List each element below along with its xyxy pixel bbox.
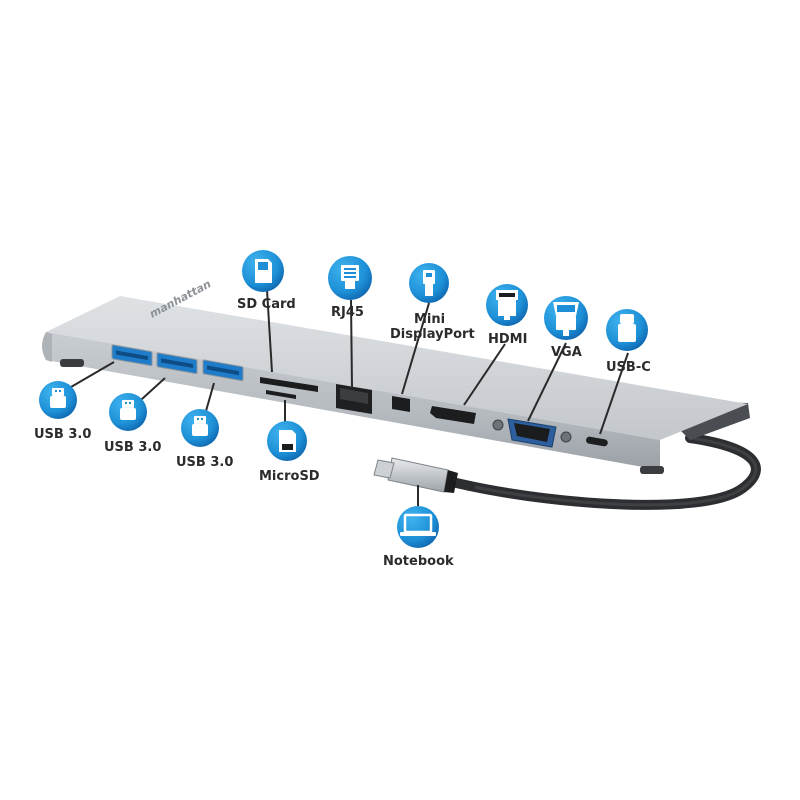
microsd-label: MicroSD <box>259 469 320 484</box>
hdmi-badge <box>486 284 528 326</box>
hdmi-port[interactable] <box>430 406 476 424</box>
usb-3-0-badge-2 <box>109 393 147 431</box>
usb-c-plug-connector <box>373 457 475 493</box>
vga-label: VGA <box>551 345 582 360</box>
sd-card-slot[interactable] <box>260 377 318 392</box>
dock-top-surface <box>46 296 748 440</box>
hdmi-label: HDMI <box>488 332 527 347</box>
sd-card-icon <box>255 259 272 283</box>
usb-a-plug-icon <box>120 400 136 420</box>
usb-c-plug-icon <box>618 314 636 342</box>
vga-plug-icon <box>553 302 579 336</box>
laptop-icon <box>400 513 436 536</box>
mini-displayport-label-line2: DisplayPort <box>390 327 475 342</box>
sd-card-label: SD Card <box>237 297 296 312</box>
usb-a-port-3[interactable] <box>202 359 244 382</box>
usb-c-label: USB-C <box>606 360 651 375</box>
mini-displayport-label-line1: Mini <box>414 312 445 327</box>
usb-3-0-badge-1 <box>39 381 77 419</box>
usb-a-plug-icon <box>192 416 208 436</box>
usb-3-0-badge-3 <box>181 409 219 447</box>
ethernet-plug-icon <box>341 265 359 289</box>
mini-displayport-port[interactable] <box>392 396 410 412</box>
sd-card-badge <box>242 250 284 292</box>
microsd-card-icon <box>279 430 296 452</box>
usb-a-port-2[interactable] <box>156 352 198 375</box>
usb-c-port[interactable] <box>585 436 608 447</box>
rj45-label: RJ45 <box>331 305 364 320</box>
hdmi-plug-icon <box>496 290 518 320</box>
mini-displayport-plug-icon <box>423 270 435 296</box>
usb-3-0-label-2: USB 3.0 <box>104 440 161 455</box>
notebook-badge <box>397 506 439 548</box>
usb-c-badge <box>606 309 648 351</box>
vga-badge <box>544 296 588 340</box>
rj45-port[interactable] <box>336 384 372 414</box>
microsd-slot[interactable] <box>266 390 296 399</box>
microsd-badge <box>267 421 307 461</box>
usb-a-plug-icon <box>50 388 66 408</box>
usb-3-0-label-1: USB 3.0 <box>34 427 91 442</box>
rj45-badge <box>328 256 372 300</box>
usb-a-port-1[interactable] <box>111 344 153 367</box>
vga-port[interactable] <box>507 418 557 448</box>
notebook-label: Notebook <box>383 554 454 569</box>
usb-3-0-label-3: USB 3.0 <box>176 455 233 470</box>
mini-displayport-badge <box>409 263 449 303</box>
